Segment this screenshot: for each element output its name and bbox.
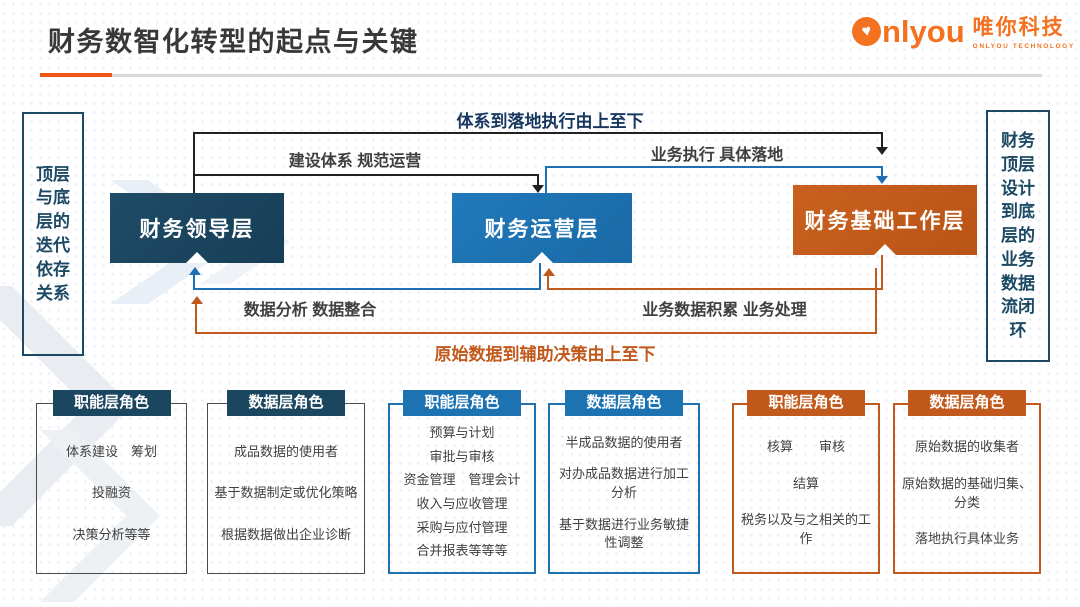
role-card-operation-function: 预算与计划 审批与审核 资金管理 管理会计 收入与应收管理 采购与应付管理 合并… bbox=[388, 390, 536, 574]
arrow-up-icon bbox=[543, 268, 555, 276]
flow-line bbox=[881, 132, 883, 148]
title-divider-accent bbox=[40, 73, 112, 77]
flow-label-build-system: 建设体系 规范运营 bbox=[288, 153, 422, 170]
role-card-body: 体系建设 筹划 投融资 决策分析等等 bbox=[36, 403, 187, 574]
arrow-up-icon bbox=[191, 296, 203, 304]
role-card-item: 审批与审核 bbox=[429, 448, 495, 464]
role-card-item: 决策分析等等 bbox=[72, 526, 151, 542]
role-card-item: 根据数据做出企业诊断 bbox=[220, 526, 351, 542]
flow-line bbox=[193, 174, 539, 176]
page-title: 财务数智化转型的起点与关键 bbox=[48, 27, 419, 57]
node-finance-basework: 财务基础工作层 bbox=[793, 185, 977, 255]
flow-line bbox=[195, 304, 197, 332]
role-card-body: 原始数据的收集者 原始数据的基础归集、分类 落地执行具体业务 bbox=[893, 403, 1041, 574]
logo-tagline: ONLYOU TECHNOLOGY bbox=[972, 43, 1075, 51]
flow-line bbox=[537, 174, 539, 186]
flow-label-top-outer: 体系到落地执行由上至下 bbox=[456, 112, 644, 131]
flow-label-data-accumulate: 业务数据积累 业务处理 bbox=[642, 302, 807, 319]
role-card-body: 成品数据的使用者 基于数据制定或优化策略 根据数据做出企业诊断 bbox=[207, 403, 365, 574]
arrow-down-icon bbox=[532, 185, 544, 193]
flow-label-business-execute: 业务执行 具体落地 bbox=[650, 147, 784, 164]
logo-brand-text: nlyou bbox=[882, 14, 965, 49]
role-card-item: 基于数据进行业务敏捷性调整 bbox=[558, 516, 689, 551]
role-card-body: 核算 审核 结算 税务以及与之相关的工作 bbox=[732, 403, 880, 574]
flow-line bbox=[881, 166, 883, 177]
flow-line bbox=[547, 276, 549, 288]
node-label: 财务基础工作层 bbox=[804, 210, 966, 233]
flow-line bbox=[875, 268, 877, 334]
role-card-operation-data: 半成品数据的使用者 对办成品数据进行加工分析 基于数据进行业务敏捷性调整 数据层… bbox=[548, 390, 700, 574]
role-card-base-data: 原始数据的收集者 原始数据的基础归集、分类 落地执行具体业务 数据层角色 bbox=[893, 390, 1041, 574]
role-card-header: 数据层角色 bbox=[908, 390, 1026, 416]
title-divider bbox=[40, 74, 1042, 77]
arrow-up-icon bbox=[189, 267, 201, 275]
node-notch bbox=[186, 252, 208, 263]
flow-line bbox=[193, 275, 195, 288]
role-card-item: 对办成品数据进行加工分析 bbox=[558, 466, 689, 501]
role-card-body: 半成品数据的使用者 对办成品数据进行加工分析 基于数据进行业务敏捷性调整 bbox=[548, 403, 700, 574]
role-card-item: 核算 审核 bbox=[766, 439, 845, 455]
role-card-item: 合并报表等等等 bbox=[416, 543, 508, 559]
node-notch bbox=[531, 252, 553, 263]
role-card-item: 采购与应付管理 bbox=[416, 519, 508, 535]
role-card-item: 原始数据的收集者 bbox=[914, 439, 1019, 455]
node-notch bbox=[874, 244, 896, 255]
logo-wordmark: ♥ nlyou bbox=[852, 16, 965, 47]
role-card-item: 落地执行具体业务 bbox=[914, 530, 1019, 546]
flow-line bbox=[881, 255, 883, 290]
onlyou-logo: ♥ nlyou 唯你科技 ONLYOU TECHNOLOGY bbox=[852, 16, 1075, 50]
role-card-item: 预算与计划 bbox=[429, 424, 495, 440]
role-card-header: 职能层角色 bbox=[747, 390, 865, 416]
role-card-item: 成品数据的使用者 bbox=[233, 443, 338, 459]
role-card-header: 数据层角色 bbox=[227, 390, 345, 416]
role-card-item: 原始数据的基础归集、分类 bbox=[901, 475, 1032, 510]
flow-line bbox=[195, 332, 877, 334]
role-card-leadership-data: 成品数据的使用者 基于数据制定或优化策略 根据数据做出企业诊断 数据层角色 bbox=[207, 390, 365, 574]
flow-label-bottom-outer: 原始数据到辅助决策由上至下 bbox=[434, 345, 656, 364]
role-card-item: 结算 bbox=[792, 475, 819, 491]
arrow-down-icon bbox=[876, 176, 888, 184]
flow-line bbox=[193, 132, 195, 193]
arrow-down-icon bbox=[876, 147, 888, 155]
role-card-item: 收入与应收管理 bbox=[416, 495, 508, 511]
flow-line bbox=[539, 263, 541, 290]
role-card-item: 体系建设 筹划 bbox=[65, 443, 157, 459]
flow-line bbox=[193, 132, 883, 134]
right-side-label-box: 财务顶层设计到底层的业务数据流闭环 bbox=[986, 110, 1050, 362]
role-card-leadership-function: 体系建设 筹划 投融资 决策分析等等 职能层角色 bbox=[36, 390, 187, 574]
node-finance-operation: 财务运营层 bbox=[452, 193, 632, 263]
role-card-body: 预算与计划 审批与审核 资金管理 管理会计 收入与应收管理 采购与应付管理 合并… bbox=[388, 403, 536, 574]
role-card-header: 数据层角色 bbox=[565, 390, 683, 416]
node-label: 财务领导层 bbox=[139, 218, 255, 241]
right-side-label: 财务顶层设计到底层的业务数据流闭环 bbox=[1001, 130, 1035, 341]
role-card-item: 投融资 bbox=[91, 485, 131, 501]
heart-icon: ♥ bbox=[852, 17, 881, 46]
flow-line bbox=[545, 166, 547, 193]
role-card-header: 职能层角色 bbox=[52, 390, 171, 416]
role-card-item: 资金管理 管理会计 bbox=[403, 472, 521, 488]
role-card-item: 半成品数据的使用者 bbox=[565, 434, 683, 450]
flow-line bbox=[193, 288, 541, 290]
left-side-label: 顶层与底层的迭代依存关系 bbox=[36, 164, 70, 303]
left-side-label-box: 顶层与底层的迭代依存关系 bbox=[22, 112, 84, 356]
flow-line bbox=[547, 288, 883, 290]
node-finance-leadership: 财务领导层 bbox=[110, 193, 284, 263]
node-label: 财务运营层 bbox=[484, 218, 600, 241]
flow-line bbox=[545, 166, 883, 168]
role-card-item: 基于数据制定或优化策略 bbox=[214, 485, 358, 501]
role-card-header: 职能层角色 bbox=[403, 390, 521, 416]
role-card-item: 税务以及与之相关的工作 bbox=[740, 511, 871, 546]
flow-label-data-analyze: 数据分析 数据整合 bbox=[243, 302, 377, 319]
role-card-base-function: 核算 审核 结算 税务以及与之相关的工作 职能层角色 bbox=[732, 390, 880, 574]
logo-chinese-name: 唯你科技 bbox=[972, 16, 1065, 39]
